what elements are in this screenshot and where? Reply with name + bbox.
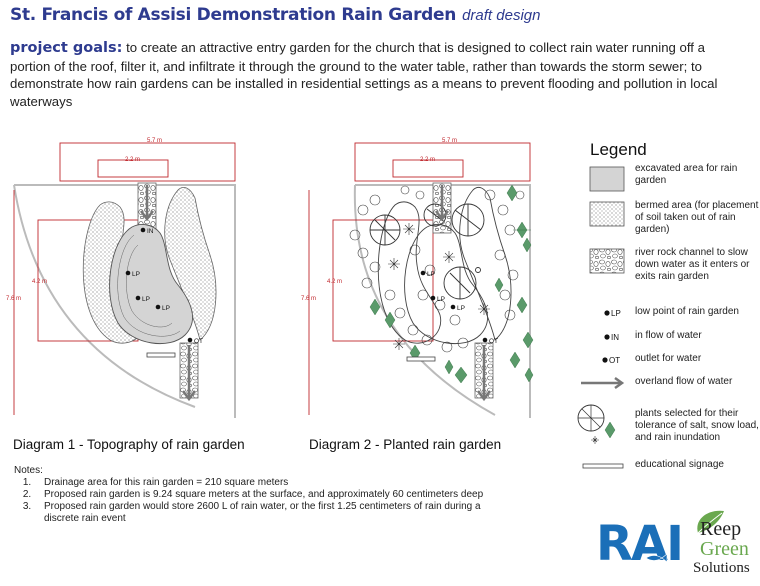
title-main: St. Francis of Assisi Demonstration Rain… (10, 5, 457, 25)
legend-item-outlet: OT outlet for water (575, 353, 755, 369)
goals-label: project goals: (10, 40, 123, 56)
diagram-1-dim-channel: 2.2 m (125, 157, 140, 163)
inflow-icon: IN (604, 333, 619, 342)
diagram-2-planted: 5.7 m 2.2 m 4.2 m 7.6 m (301, 138, 534, 418)
legend-item-excavated: excavated area for rain garden (575, 163, 755, 203)
low-point-icon: LP (604, 309, 621, 318)
reep-logo-line3: Solutions (693, 560, 750, 576)
inflow-code: IN (611, 333, 619, 342)
diagram-1-label-lp-3: LP (162, 305, 170, 312)
diagram-2-garden-outline-main (404, 224, 488, 345)
diagram-1-excavated-area (109, 224, 193, 345)
diagram-2-garden-outline-right (459, 186, 512, 341)
diagram-2-flow-arrows (435, 185, 491, 402)
diagram-2-evergreens (369, 184, 534, 384)
legend-item-plants: plants selected for their tolerance of s… (575, 400, 759, 450)
diagram-1-flow-arrows (140, 185, 196, 402)
diagram-2-dimensions (308, 142, 531, 415)
diagram-2-garden-outline-left (377, 201, 442, 344)
legend-text-signage: educational signage (635, 459, 724, 470)
diagram-2-grasses (388, 223, 490, 350)
diagram-2-perennials (349, 185, 525, 353)
rain-logo-text: RAIN (596, 516, 686, 570)
legend-item-bermed: bermed area (for placement of soil taken… (575, 200, 758, 240)
river-rock-swatch (589, 248, 625, 274)
diagram-2-label-lp-2: LP (437, 296, 445, 303)
diagram-1-dim-inner: 4.2 m (32, 279, 47, 285)
legend-item-signage: educational signage (575, 459, 755, 475)
legend-item-overland-flow: overland flow of water (575, 376, 755, 392)
diagram-2-caption: Diagram 2 - Planted rain garden (309, 437, 502, 452)
legend-text-bermed: bermed area (for placement of soil taken… (635, 200, 759, 235)
diagram-2-dim-inner: 4.2 m (327, 279, 342, 285)
note-2: Proposed rain garden is 9.24 square mete… (34, 489, 494, 501)
diagram-1-signage (146, 352, 176, 358)
legend-item-river-rock: river rock channel to slow down water as… (575, 247, 755, 287)
plant-icon (577, 404, 616, 444)
note-1: Drainage area for this rain garden = 210… (34, 477, 494, 489)
diagram-2-shrubs (369, 203, 485, 300)
reep-leaf-logo (697, 510, 724, 534)
diagram-2-label-lp-1: LP (427, 271, 435, 278)
diagram-1-berm-right (164, 187, 217, 341)
diagram-2-label-ot: OT (489, 338, 498, 345)
diagram-1-topography: 5.7 m 2.2 m 4.2 m 7.6 m IN LP LP LP OT (6, 138, 236, 418)
rain-logo: RAIN (596, 516, 686, 570)
legend-title: Legend (590, 140, 647, 159)
diagram-2-dim-outer: 7.6 m (301, 296, 316, 302)
low-point-code: LP (611, 309, 621, 318)
diagram-1-label-ot: OT (194, 338, 203, 345)
title-subtitle: draft design (462, 7, 541, 24)
notes: Notes: Drainage area for this rain garde… (14, 465, 494, 525)
legend-text-plants: plants selected for their tolerance of s… (635, 408, 759, 443)
note-3: Proposed rain garden would store 2600 L … (34, 501, 494, 525)
reep-logo-line2: Green (700, 538, 749, 560)
diagram-1-dim-outer: 7.6 m (6, 296, 21, 302)
diagram-1-points: IN LP LP LP OT (125, 227, 203, 345)
diagram-2-dim-channel: 2.2 m (420, 157, 435, 163)
legend-item-inflow: IN in flow of water (575, 330, 755, 346)
diagram-2-points: LP LP LP OT (420, 270, 498, 345)
arrow-right-icon (581, 376, 625, 390)
goals-text: to create an attractive entry garden for… (10, 40, 718, 109)
signage-icon (582, 463, 624, 469)
project-goals: project goals: to create an attractive e… (10, 39, 740, 110)
page-title: St. Francis of Assisi Demonstration Rain… (10, 5, 540, 25)
legend-item-low-point: LP low point of rain garden (575, 306, 755, 322)
diagram-1-label-in: IN (147, 228, 154, 235)
excavated-area-swatch (589, 166, 625, 192)
diagram-1-caption: Diagram 1 - Topography of rain garden (13, 437, 245, 452)
diagram-2-label-lp-3: LP (457, 305, 465, 312)
diagram-1-frame (13, 184, 236, 418)
legend-text-excavated: excavated area for rain garden (635, 163, 738, 186)
diagram-2-signage (406, 356, 436, 362)
legend-text-overland-flow: overland flow of water (635, 376, 733, 387)
notes-heading: Notes: (14, 465, 43, 476)
legend-text-low-point: low point of rain garden (635, 306, 739, 317)
bermed-area-swatch (589, 201, 625, 227)
legend-text-inflow: in flow of water (635, 330, 702, 341)
diagram-1-label-lp-2: LP (142, 296, 150, 303)
legend-text-outlet: outlet for water (635, 353, 702, 364)
diagram-2-dim-width: 5.7 m (442, 138, 457, 144)
outlet-icon: OT (602, 356, 620, 365)
diagram-1-label-lp-1: LP (132, 271, 140, 278)
diagram-1-dim-width: 5.7 m (147, 138, 162, 144)
outlet-code: OT (609, 356, 620, 365)
legend-text-river-rock: river rock channel to slow down water as… (635, 247, 750, 282)
reep-logo-line1: Reep (700, 518, 742, 540)
